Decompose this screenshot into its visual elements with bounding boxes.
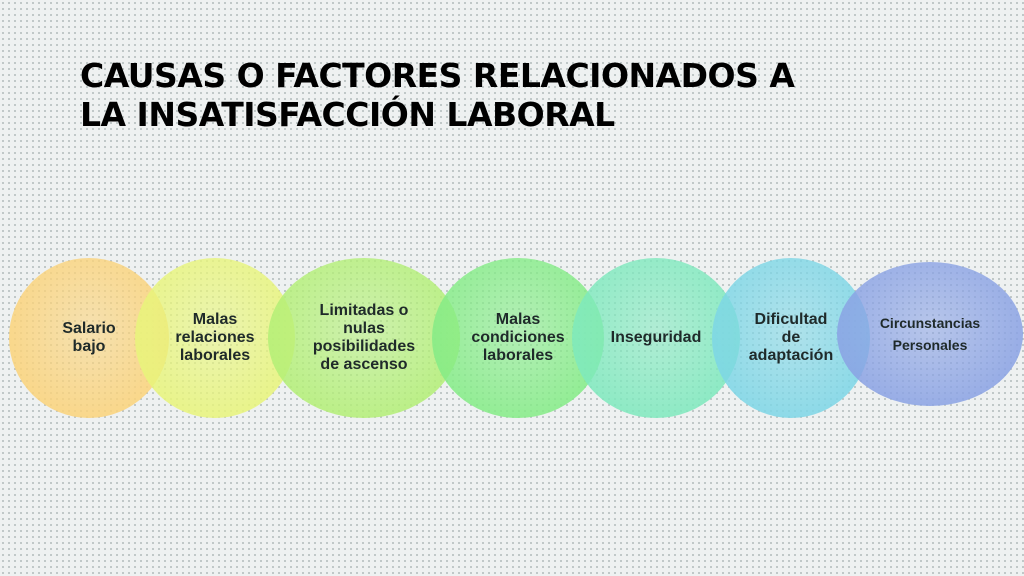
factor-label-inseguridad: Inseguridad	[610, 329, 702, 346]
factor-label-circunstancias-personales: Circunstancias Personales	[879, 315, 981, 353]
factor-circle-circunstancias-personales: Circunstancias Personales	[837, 262, 1023, 406]
title-line-1: CAUSAS O FACTORES RELACIONADOS A	[80, 56, 795, 95]
page-title: CAUSAS O FACTORES RELACIONADOS A LA INSA…	[80, 56, 980, 134]
factor-label-malas-condiciones: Malas condiciones laborales	[471, 311, 565, 364]
factor-label-malas-relaciones: Malas relaciones laborales	[175, 311, 255, 364]
factor-label-posibilidades-ascenso: Limitadas o nulas posibilidades de ascen…	[312, 302, 416, 373]
factor-label-salario-bajo: Salario bajo	[62, 320, 116, 355]
title-line-2: LA INSATISFACCIÓN LABORAL	[80, 95, 615, 134]
factor-label-dificultad-adaptacion: Dificultad de adaptación	[748, 311, 834, 364]
factor-circle-posibilidades-ascenso: Limitadas o nulas posibilidades de ascen…	[268, 258, 460, 418]
